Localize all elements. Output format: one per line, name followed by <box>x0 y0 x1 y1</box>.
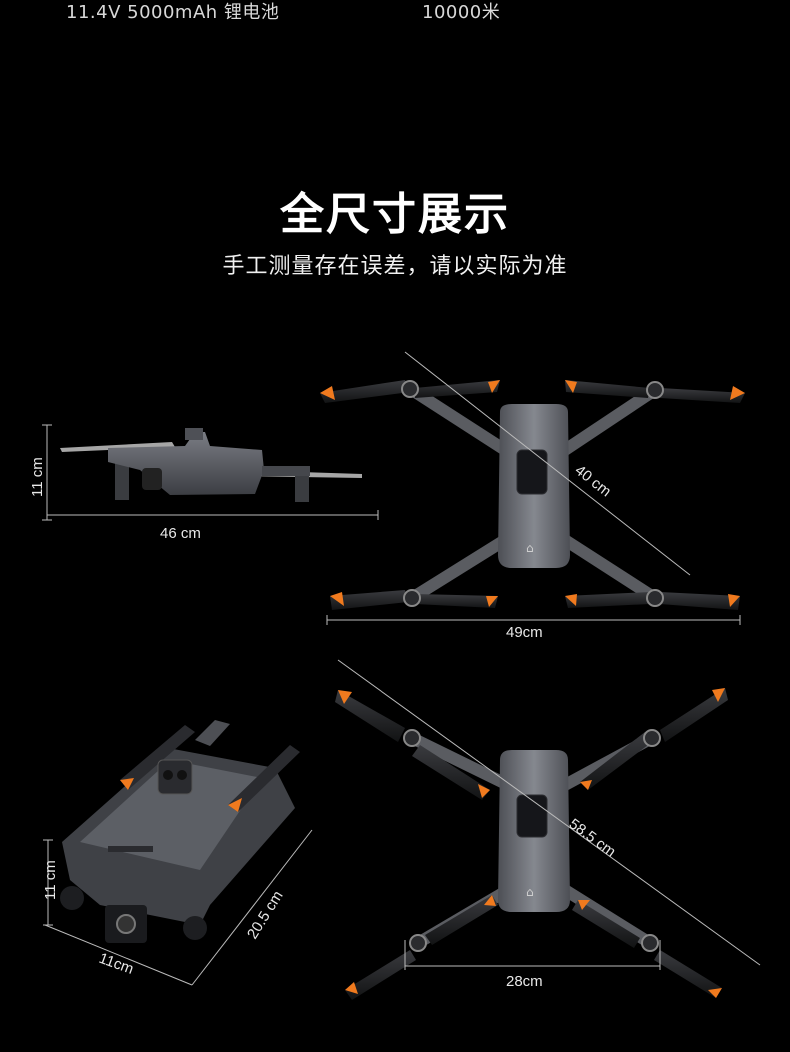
side-length-label: 46 cm <box>160 525 201 542</box>
spread-arm-fl <box>409 732 511 791</box>
folded-width-label: 11cm <box>97 950 136 978</box>
top-battery-latch <box>516 449 548 495</box>
side-dimension-lines: 11 cm 46 cm <box>29 424 379 542</box>
spread-diagonal-line <box>337 659 761 966</box>
page-title: 全尺寸展示 <box>280 189 510 240</box>
range-spec: 10000米 <box>422 2 501 23</box>
side-camera-top <box>185 428 203 440</box>
top-view-drone: ⌂ <box>320 380 745 610</box>
page-subtitle: 手工测量存在误差，请以实际为准 <box>222 254 568 279</box>
top-arm-fr <box>561 385 659 455</box>
spread-width-label: 28cm <box>506 973 543 990</box>
battery-spec: 11.4V 5000mAh 锂电池 <box>66 2 280 23</box>
folded-height-label: 11 cm <box>42 860 59 900</box>
folded-view-drone <box>60 720 300 943</box>
spread-view-drone: ⌂ <box>335 688 728 1000</box>
side-gimbal <box>142 468 162 490</box>
top-diagonal-label: 40 cm <box>572 462 615 501</box>
top-arm-rl <box>408 534 509 604</box>
folded-length-line <box>191 829 313 986</box>
folded-body-top <box>80 760 262 870</box>
side-view-drone <box>60 428 362 502</box>
top-diagonal-line <box>404 351 691 576</box>
side-body <box>108 432 264 495</box>
top-prop-fl <box>320 380 500 403</box>
spread-prop-rr <box>572 900 722 998</box>
top-prop-fr <box>565 380 745 403</box>
top-arm-fl <box>408 384 509 456</box>
folded-length-label: 20.5 cm <box>244 888 287 942</box>
folded-prop-1 <box>120 725 195 790</box>
top-arm-rr <box>561 534 659 604</box>
spread-prop-fr <box>580 688 728 790</box>
spread-diagonal-label: 58.5 cm <box>566 815 619 860</box>
side-prop-left <box>60 442 175 452</box>
folded-top-sensor <box>157 759 193 795</box>
side-height-label: 11 cm <box>29 457 46 497</box>
spread-prop-fl <box>335 690 490 800</box>
folded-prop-2 <box>228 745 300 812</box>
spread-arm-rr <box>561 884 654 949</box>
top-prop-rr <box>565 589 740 610</box>
folded-motor-left <box>60 886 84 910</box>
folded-width-line <box>44 924 193 986</box>
folded-motor-right <box>183 916 207 940</box>
spread-battery-latch <box>516 794 548 838</box>
spread-prop-rl <box>345 895 498 1000</box>
top-logo-icon: ⌂ <box>526 541 534 555</box>
top-prop-rl <box>330 589 498 610</box>
side-leg-rear <box>295 470 309 502</box>
spread-logo-icon: ⌂ <box>526 885 534 899</box>
top-width-label: 49cm <box>506 624 543 641</box>
side-arm <box>262 466 310 476</box>
